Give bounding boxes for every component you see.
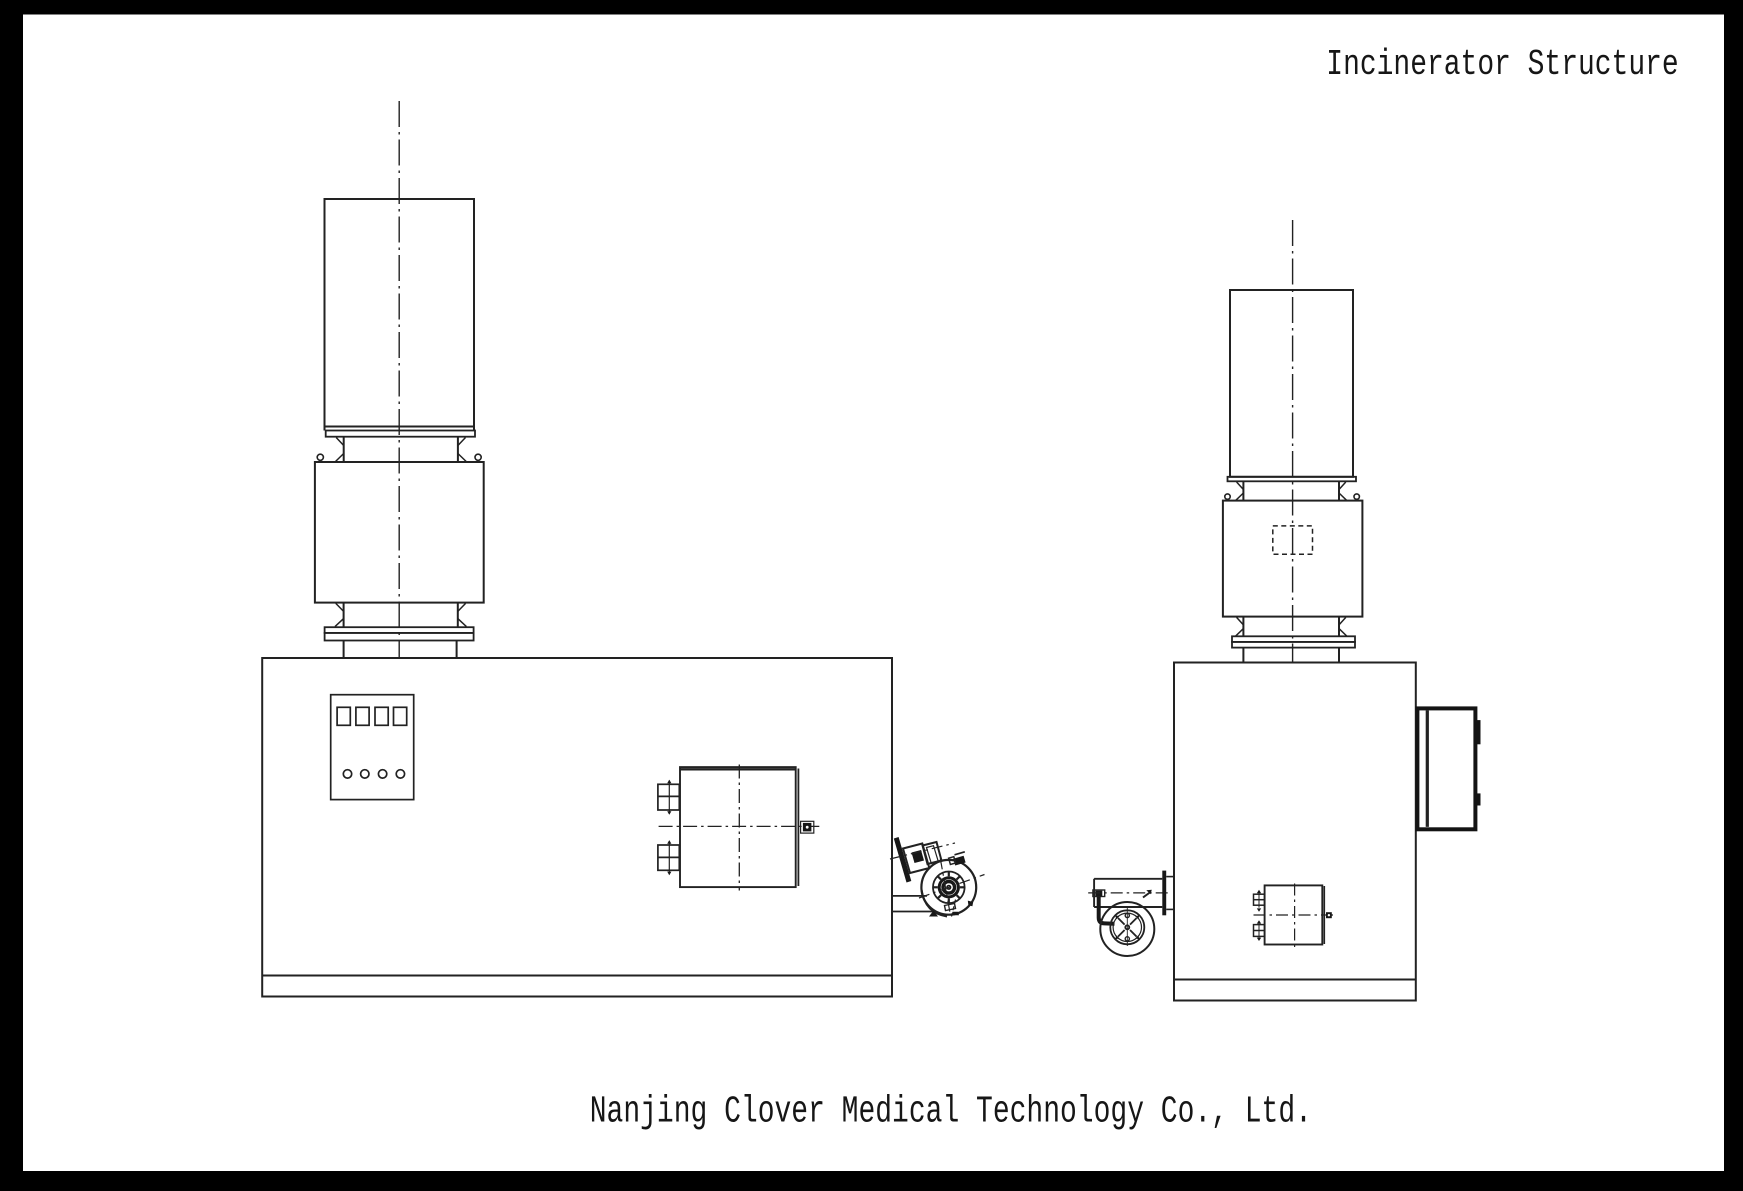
svg-text:Incinerator Structure: Incinerator Structure [1326,44,1678,85]
svg-text:Nanjing Clover Medical Technol: Nanjing Clover Medical Technology Co., L… [590,1090,1312,1133]
